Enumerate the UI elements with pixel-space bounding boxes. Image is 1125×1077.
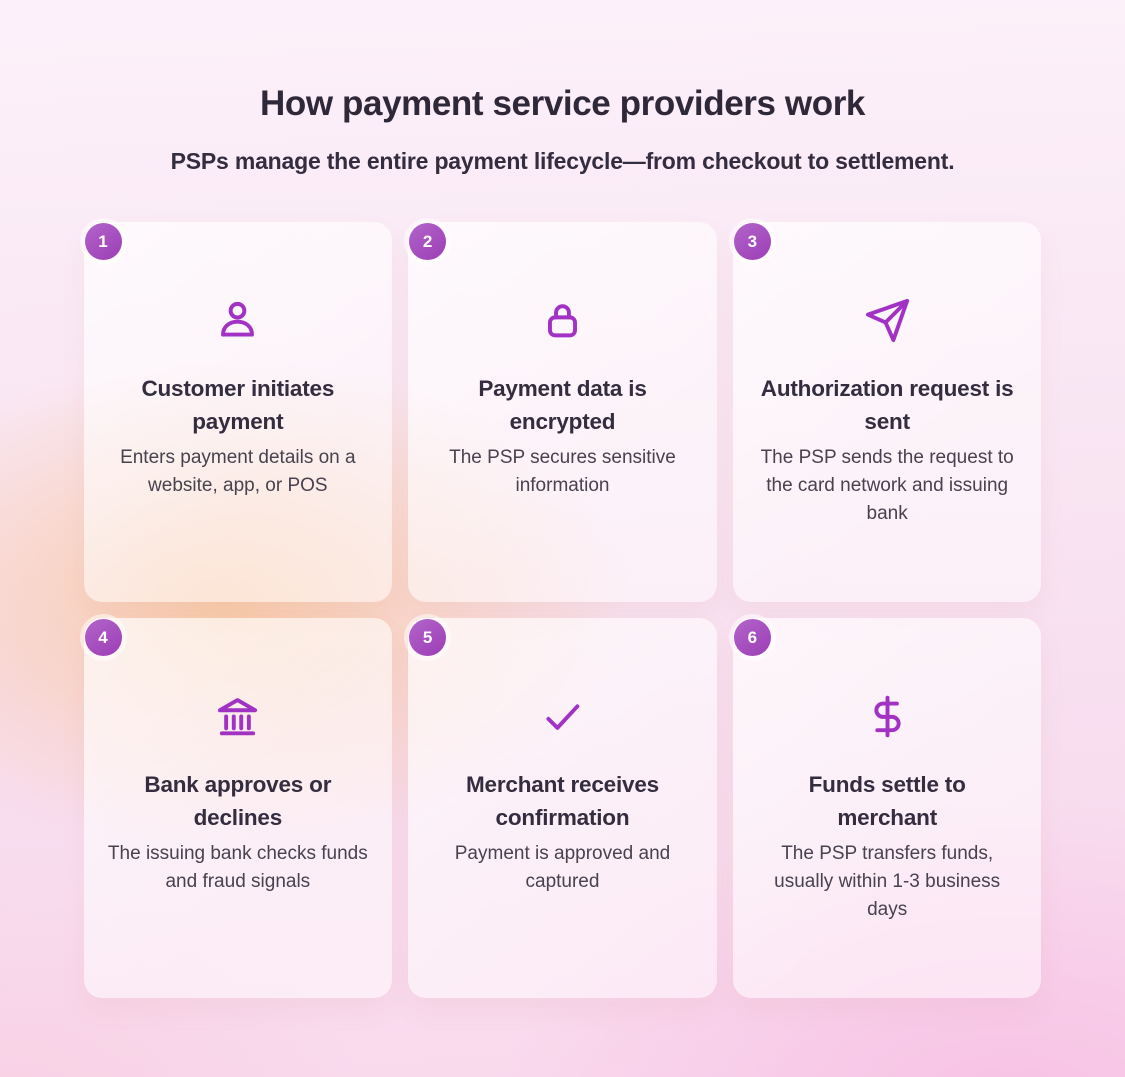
step-card-1: 1 Customer initiates payment Enters paym… — [84, 222, 393, 602]
step-description: The PSP transfers funds, usually within … — [774, 842, 1001, 920]
step-description: The PSP sends the request to the card ne… — [760, 446, 1014, 524]
step-number-badge: 2 — [409, 223, 447, 260]
page-header: How payment service providers work PSPs … — [0, 0, 1125, 175]
dollar-icon — [755, 692, 1020, 740]
step-title: Authorization request is sent — [760, 376, 1014, 435]
send-icon — [755, 296, 1020, 344]
lock-icon — [430, 296, 695, 344]
step-card-6: 6 Funds settle to merchant The PSP trans… — [733, 618, 1042, 998]
step-card-5: 5 Merchant receives confirmation Payment… — [408, 618, 717, 998]
step-card-2: 2 Payment data is encrypted The PSP secu… — [408, 222, 717, 602]
step-title: Customer initiates payment — [141, 376, 335, 435]
step-number-badge: 4 — [84, 619, 122, 656]
step-number-badge: 1 — [84, 223, 122, 260]
person-icon — [106, 296, 371, 344]
steps-grid: 1 Customer initiates payment Enters paym… — [84, 222, 1042, 998]
step-number-badge: 6 — [733, 619, 771, 656]
bank-icon — [106, 692, 371, 740]
step-card-4: 4 Bank approves or declines The issuing … — [84, 618, 393, 998]
page-subtitle: PSPs manage the entire payment lifecycle… — [170, 148, 955, 174]
step-title: Payment data is encrypted — [478, 376, 647, 435]
step-description: The issuing bank checks funds and fraud … — [107, 842, 368, 892]
step-title: Merchant receives confirmation — [466, 772, 659, 831]
step-card-3: 3 Authorization request is sent The PSP … — [733, 222, 1042, 602]
step-title: Funds settle to merchant — [808, 772, 966, 831]
step-title: Bank approves or declines — [144, 772, 332, 831]
step-number-badge: 5 — [409, 619, 447, 656]
step-description: Enters payment details on a website, app… — [120, 446, 356, 496]
step-description: The PSP secures sensitive information — [449, 446, 676, 496]
check-icon — [430, 692, 695, 740]
step-number-badge: 3 — [733, 223, 771, 260]
page-title: How payment service providers work — [260, 84, 865, 123]
step-description: Payment is approved and captured — [454, 842, 671, 892]
